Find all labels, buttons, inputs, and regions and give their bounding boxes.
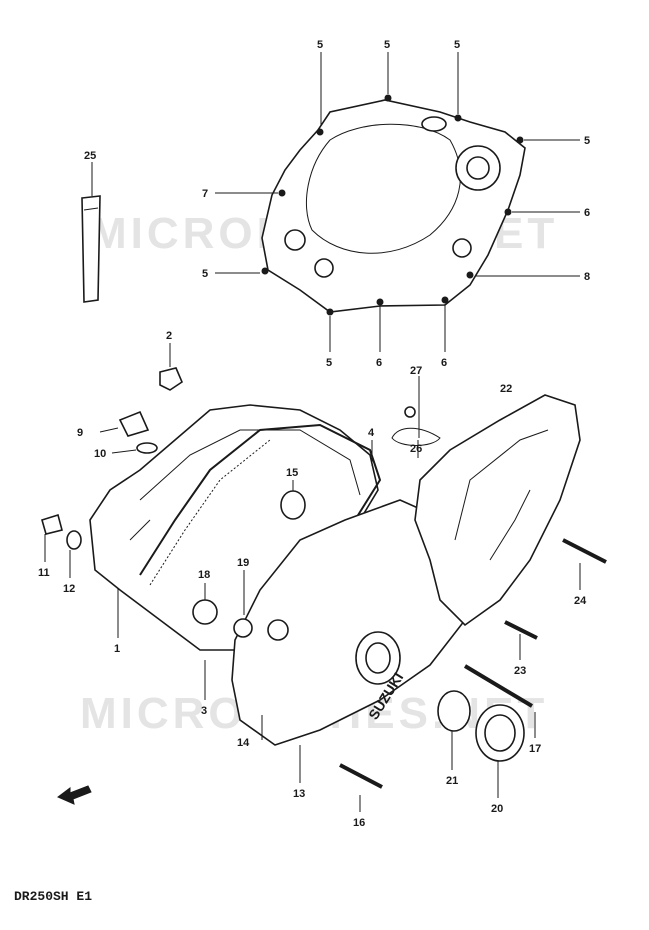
callout-6-bottom-right: 6 (441, 357, 447, 369)
callout-5-top-right: 5 (454, 39, 460, 51)
front-arrow-icon (57, 785, 92, 805)
callout-11: 11 (38, 567, 50, 579)
callout-3: 3 (201, 705, 207, 717)
callout-7: 7 (202, 188, 208, 200)
callout-19: 19 (237, 557, 249, 569)
callout-5-top-left: 5 (317, 39, 323, 51)
callout-27: 27 (410, 365, 422, 377)
leader-lines (44, 52, 581, 812)
callout-25: 25 (84, 150, 96, 162)
callout-21: 21 (446, 775, 458, 787)
callout-5-right: 5 (584, 135, 590, 147)
callout-2: 2 (166, 330, 172, 342)
callout-5-bottom: 5 (326, 357, 332, 369)
callout-16: 16 (353, 817, 365, 829)
part-3-gasket (139, 423, 382, 586)
callout-17: 17 (529, 743, 541, 755)
callout-23: 23 (514, 665, 526, 677)
callout-6-right: 6 (584, 207, 590, 219)
callout-labels: 5 5 5 5 7 6 5 8 5 6 6 25 2 27 22 9 10 4 … (38, 39, 590, 829)
callout-8: 8 (584, 271, 590, 283)
part-22-sprocket-cover (414, 394, 581, 627)
diagram-code: DR250SH E1 (14, 889, 92, 904)
callout-4: 4 (368, 427, 375, 439)
callout-24: 24 (574, 595, 587, 607)
callout-18: 18 (198, 569, 210, 581)
callout-12: 12 (63, 583, 75, 595)
callout-20: 20 (491, 803, 503, 815)
top-clutch-cover (261, 94, 526, 316)
callout-9: 9 (77, 427, 83, 439)
callout-14: 14 (237, 737, 250, 749)
callout-13: 13 (293, 788, 305, 800)
callout-1: 1 (114, 643, 120, 655)
callout-26: 26 (410, 443, 422, 455)
callout-22: 22 (500, 383, 512, 395)
small-parts (41, 367, 607, 789)
callout-15: 15 (286, 467, 298, 479)
callout-5-top-middle: 5 (384, 39, 390, 51)
callout-6-bottom-left: 6 (376, 357, 382, 369)
part-25-clip (81, 195, 101, 303)
callout-10: 10 (94, 448, 106, 460)
callout-5-left: 5 (202, 268, 208, 280)
